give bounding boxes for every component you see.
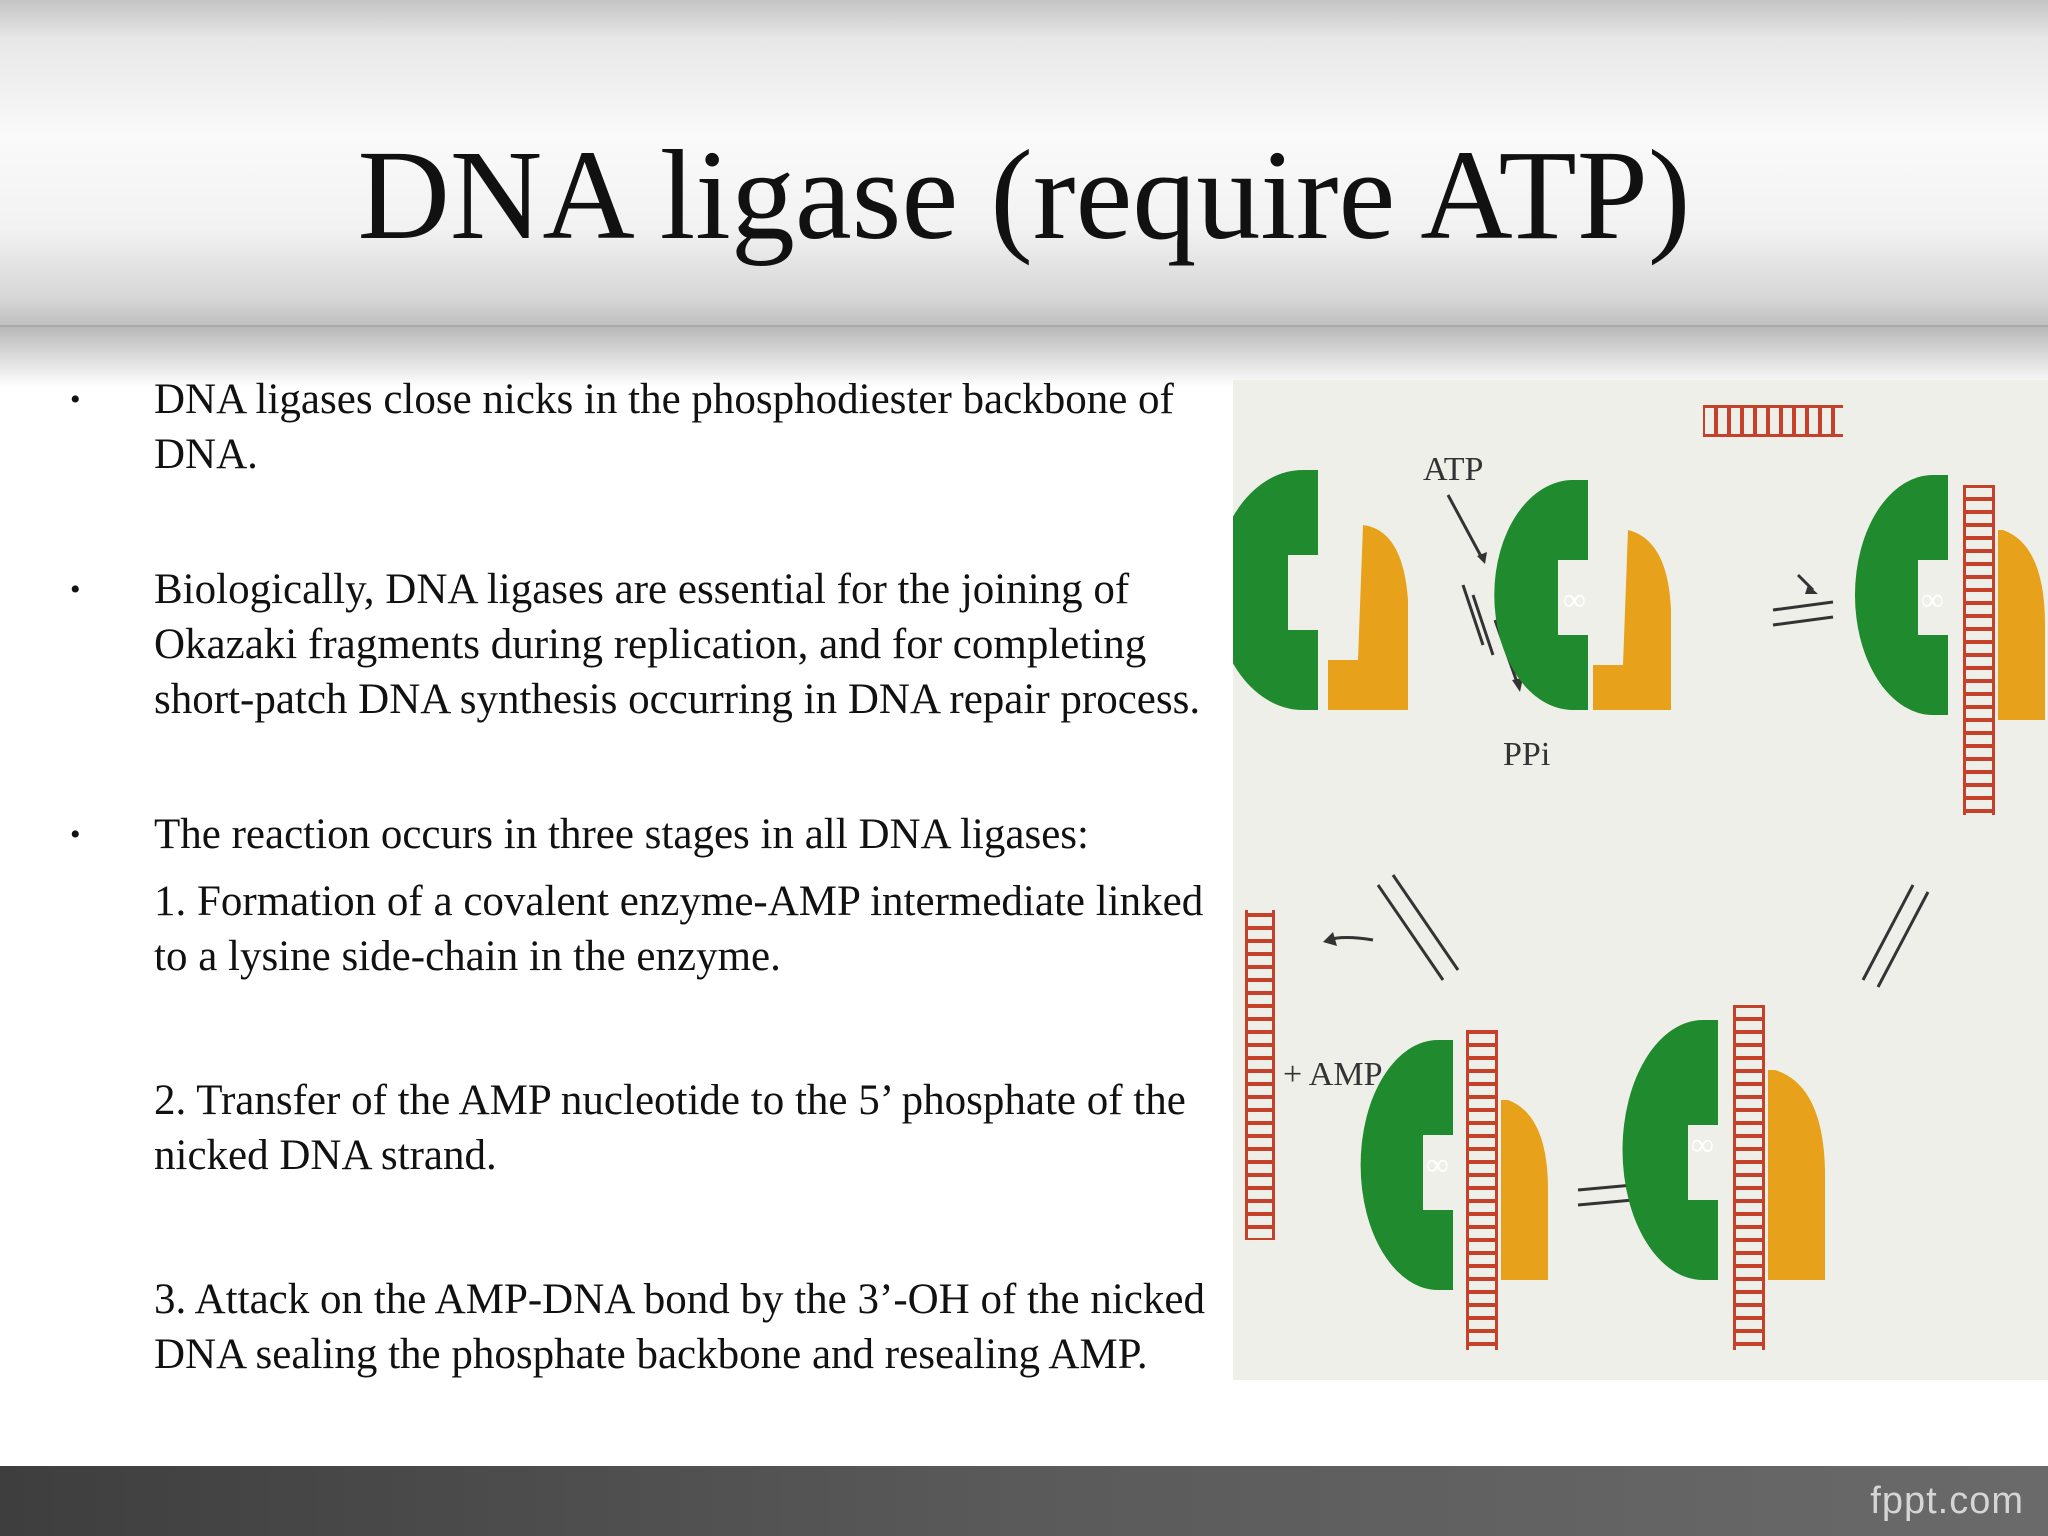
- bullet-text: DNA ligases close nicks in the phosphodi…: [154, 376, 1174, 478]
- enzyme-green-icon: [1233, 470, 1318, 710]
- ligase-mechanism-diagram: ATP PPi ∞ ∞: [1233, 380, 2048, 1380]
- slide-body: • DNA ligases close nicks in the phospho…: [70, 372, 1220, 1382]
- slide-title: DNA ligase (require ATP): [357, 124, 1691, 266]
- bullet-icon: •: [70, 818, 81, 851]
- dna-ladder-icon: [1703, 405, 1843, 437]
- amp-label: + AMP: [1283, 1056, 1383, 1093]
- svg-text:∞: ∞: [1921, 581, 1944, 617]
- footer-bar: fppt.com: [0, 1466, 2048, 1536]
- title-bar: [0, 0, 2048, 327]
- svg-text:∞: ∞: [1426, 1146, 1449, 1182]
- atp-label: ATP: [1423, 451, 1483, 488]
- svg-text:∞: ∞: [1691, 1126, 1714, 1162]
- footer-brand: fppt.com: [1870, 1480, 2024, 1522]
- bullet-item: • Biologically, DNA ligases are essentia…: [70, 562, 1220, 727]
- bullet-icon: •: [70, 573, 81, 606]
- stage-step-3: 3. Attack on the AMP-DNA bond by the 3’-…: [154, 1276, 1205, 1378]
- bullet-text: Biologically, DNA ligases are essential …: [154, 566, 1201, 723]
- bullet-text: The reaction occurs in three stages in a…: [154, 811, 1089, 858]
- stage-step-2: 2. Transfer of the AMP nucleotide to the…: [154, 1077, 1186, 1179]
- title-bar-shadow: [0, 327, 2048, 387]
- bullet-item: • DNA ligases close nicks in the phospho…: [70, 372, 1220, 482]
- equilibrium-arrow-icon: [1461, 584, 1495, 656]
- enzyme-orange-icon: [1328, 525, 1408, 710]
- stage-step-1: 1. Formation of a covalent enzyme-AMP in…: [154, 878, 1204, 980]
- ppi-label: PPi: [1503, 736, 1550, 773]
- bullet-item: • The reaction occurs in three stages in…: [70, 807, 1220, 862]
- bullet-icon: •: [70, 383, 81, 416]
- svg-text:∞: ∞: [1563, 581, 1586, 617]
